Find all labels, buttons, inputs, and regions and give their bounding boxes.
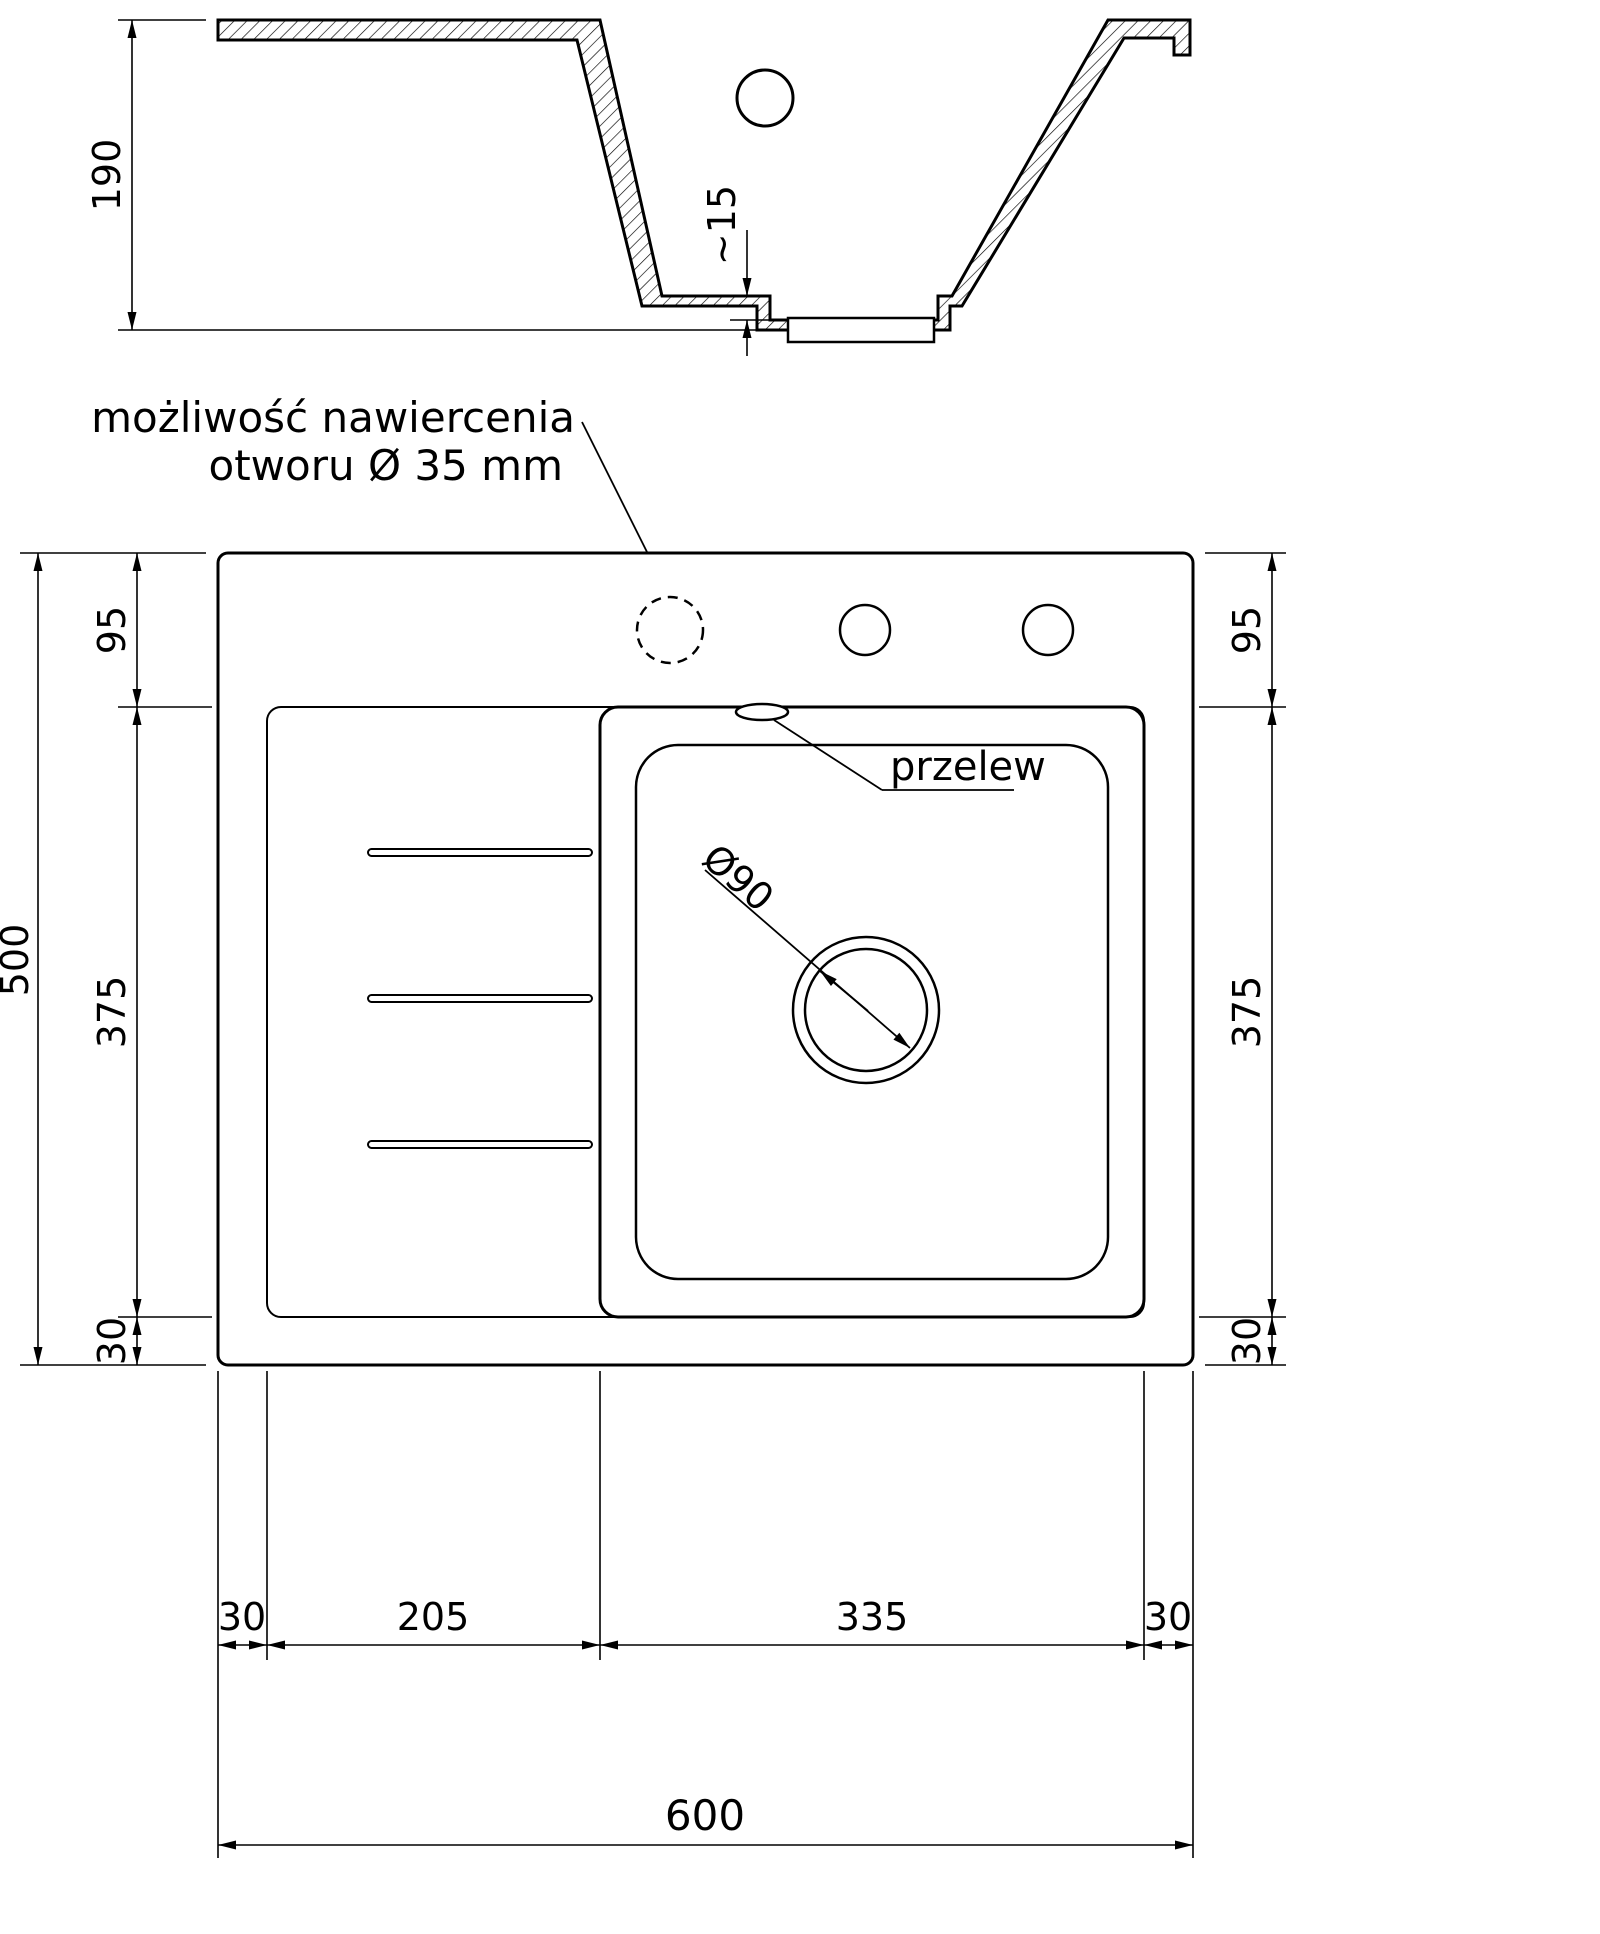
diameter-line <box>704 869 911 1049</box>
faucet-hole-1 <box>838 603 892 657</box>
dim-label-500: 500 <box>0 924 37 997</box>
dim-label-30-right: 30 <box>1225 1317 1269 1365</box>
dim-label-30-bl: 30 <box>218 1595 266 1639</box>
left-extension-lines <box>20 552 212 1366</box>
overflow-slot <box>734 702 790 722</box>
section-view: 190 ~15 <box>85 18 1192 356</box>
dim-label-205: 205 <box>397 1595 470 1639</box>
bottom-extension-lines <box>217 1371 1194 1858</box>
faucet-hole-2 <box>1021 603 1075 657</box>
dim-label-height: 190 <box>85 139 129 212</box>
dim-label-375-left: 375 <box>90 976 134 1049</box>
faucet-hole-section <box>735 68 795 128</box>
dim-drain-recess-15 <box>698 230 772 356</box>
overflow-label-group: przelew <box>773 719 1046 791</box>
dimensions: 500 95 375 30 95 375 30 <box>0 552 1286 1858</box>
dim-label-95-left: 95 <box>90 606 134 654</box>
groove-line <box>367 994 593 1003</box>
dim-label-375-right: 375 <box>1225 976 1269 1049</box>
drain-inner-circle <box>803 947 929 1073</box>
overflow-leader-line <box>773 719 883 791</box>
sink-body-section <box>216 18 1192 332</box>
note-line-2: otworu Ø 35 mm <box>209 441 563 490</box>
drain-outer-circle <box>791 935 941 1085</box>
drainboard-grooves <box>367 848 593 1149</box>
diameter-line-arrow <box>819 970 869 1012</box>
bowl-inner-edge <box>634 743 1110 1281</box>
dim-label-30-br: 30 <box>1144 1595 1192 1639</box>
groove-line <box>367 848 593 857</box>
overflow-label: przelew <box>890 744 1046 790</box>
note-line-1: możliwość nawiercenia <box>91 393 575 442</box>
bowl-outer-edge <box>598 705 1146 1319</box>
right-extension-lines <box>1199 552 1286 1366</box>
drain <box>791 935 941 1085</box>
dim-label-95-right: 95 <box>1225 606 1269 654</box>
drain-outlet-section <box>786 316 936 344</box>
dim-label-335: 335 <box>836 1595 909 1639</box>
dim-label-drain-recess: ~15 <box>700 185 744 265</box>
dim-height-190 <box>118 19 757 331</box>
dim-label-30-left: 30 <box>90 1317 134 1365</box>
dim-label-600: 600 <box>665 1791 745 1840</box>
groove-line <box>367 1140 593 1149</box>
top-view: przelew Ø90 <box>216 551 1195 1367</box>
optional-drill-hole <box>635 595 705 665</box>
